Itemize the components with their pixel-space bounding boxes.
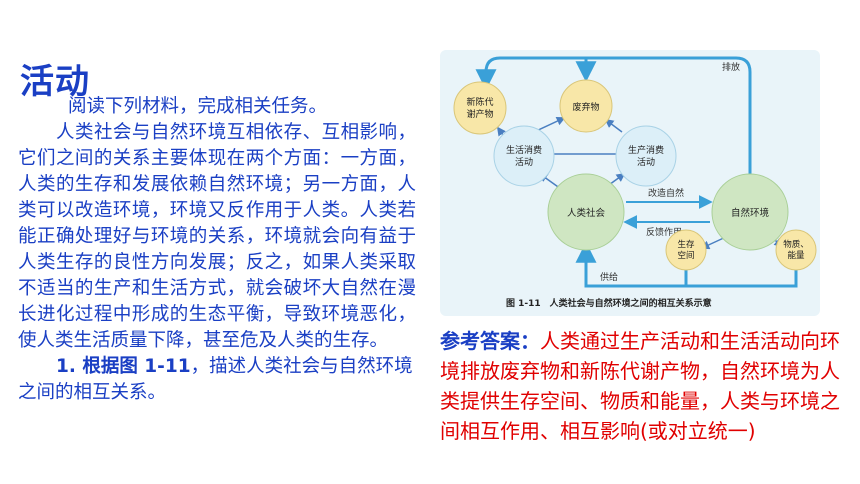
node-metabolism: 新陈代 谢产物 — [453, 81, 507, 135]
transform-label: 改造自然 — [648, 187, 684, 199]
discharge-label: 排放 — [722, 61, 740, 73]
node-society: 人类社会 — [547, 173, 625, 251]
figure-caption: 图 1-11 人类社会与自然环境之间的相互关系示意 — [506, 297, 712, 309]
supply-loop-arrow — [575, 241, 798, 288]
intro-text: 阅读下列材料，完成相关任务。 — [68, 96, 328, 117]
svg-text:活动: 活动 — [637, 156, 655, 168]
supply-label: 供给 — [600, 271, 618, 283]
node-consumption: 生活消费 活动 — [493, 125, 555, 187]
reference-answer: 参考答案：人类通过生产活动和生活活动向环境排放废弃物和新陈代谢产物，自然环境为人… — [440, 326, 840, 446]
diagram-background — [440, 50, 820, 316]
node-material: 物质、 能量 — [775, 229, 817, 271]
task-text: ，描述人类社会与自然环境之间的相互关系。 — [18, 356, 413, 403]
material-paragraph: 人类社会与自然环境互相依存、互相影响，它们之间的关系主要体现在两个方面：一方面，… — [18, 122, 416, 351]
production-to-waste-arrow — [604, 118, 623, 133]
relationship-diagram: 排放 改造自然 反馈作用 供给 新陈代 谢产物 废弃物 — [440, 50, 820, 316]
task-number: 1. 根据图 1-11 — [56, 356, 191, 377]
svg-text:生产消费: 生产消费 — [628, 144, 664, 156]
node-waste-label: 废弃物 — [572, 101, 599, 113]
svg-text:能量: 能量 — [787, 250, 805, 261]
task-1: 1. 根据图 1-11，描述人类社会与自然环境之间的相互关系。 — [18, 354, 416, 406]
svg-text:生活消费: 生活消费 — [506, 144, 542, 156]
reading-material: 阅读下列材料，完成相关任务。 人类社会与自然环境互相依存、互相影响，它们之间的关… — [18, 94, 416, 406]
node-nature: 自然环境 — [711, 173, 789, 251]
discharge-loop-arrow — [475, 56, 752, 198]
node-space: 生存 空间 — [665, 229, 707, 271]
node-nature-label: 自然环境 — [731, 207, 770, 219]
svg-text:物质、: 物质、 — [783, 239, 809, 250]
node-society-label: 人类社会 — [567, 207, 606, 219]
answer-label: 参考答案： — [440, 329, 540, 353]
svg-text:新陈代: 新陈代 — [466, 96, 493, 108]
activity-title: 活动 — [20, 62, 90, 102]
svg-text:谢产物: 谢产物 — [466, 108, 493, 120]
node-waste: 废弃物 — [559, 79, 613, 133]
answer-text: 人类通过生产活动和生活活动向环境排放废弃物和新陈代谢产物，自然环境为人类提供生存… — [440, 329, 840, 443]
svg-text:空间: 空间 — [677, 250, 694, 261]
node-production: 生产消费 活动 — [615, 125, 677, 187]
svg-text:生存: 生存 — [677, 239, 695, 250]
svg-text:活动: 活动 — [515, 156, 533, 168]
